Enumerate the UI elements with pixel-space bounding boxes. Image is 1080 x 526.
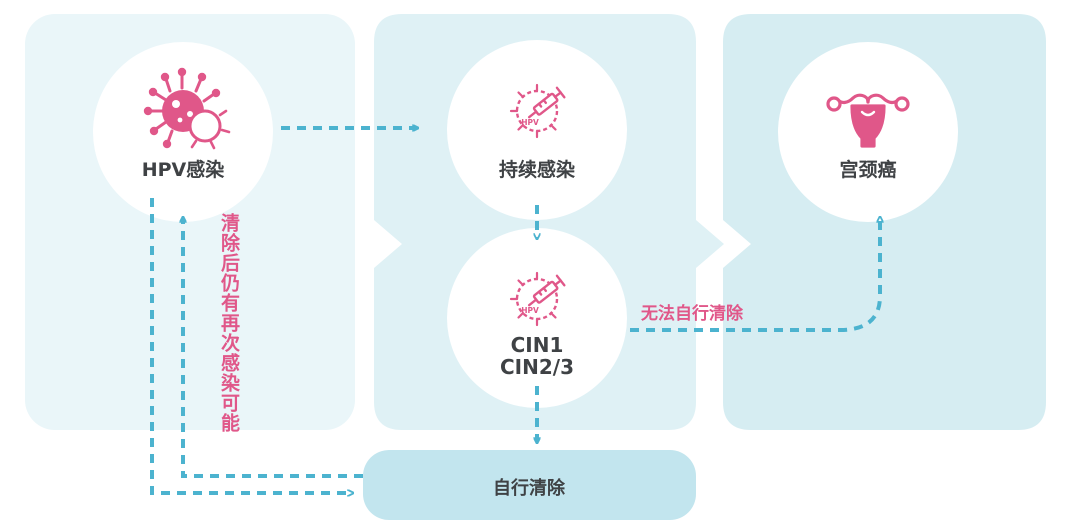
label-hpv-infection: HPV感染 bbox=[141, 159, 225, 181]
hpv-icon-text: HPV bbox=[521, 118, 539, 127]
hpv-icon-text: HPV bbox=[521, 306, 539, 315]
virus-icon bbox=[143, 67, 231, 150]
label-cannot-clear: 无法自行清除 bbox=[641, 304, 743, 324]
hpv-syringe-icon-cin: HPV bbox=[509, 271, 566, 327]
label-cervical-cancer: 宫颈癌 bbox=[839, 159, 897, 181]
self-clear-box bbox=[363, 450, 696, 520]
uterus-icon bbox=[826, 93, 910, 148]
arrow-hpv-to-self-clear bbox=[150, 198, 352, 493]
label-reinfection: 清除后仍有再次感染可能 bbox=[218, 213, 240, 433]
label-self-clear: 自行清除 bbox=[493, 478, 565, 499]
arrow-self-clear-to-hpv bbox=[183, 218, 363, 478]
label-cin-line1: CIN1 bbox=[510, 333, 564, 357]
label-cin-line2: CIN2/3 bbox=[500, 355, 574, 379]
label-persistent-infection: 持续感染 bbox=[498, 159, 575, 181]
arrow-cin-to-cancer bbox=[630, 218, 880, 332]
arrows bbox=[150, 128, 880, 493]
hpv-syringe-icon-persistent: HPV bbox=[509, 83, 566, 139]
